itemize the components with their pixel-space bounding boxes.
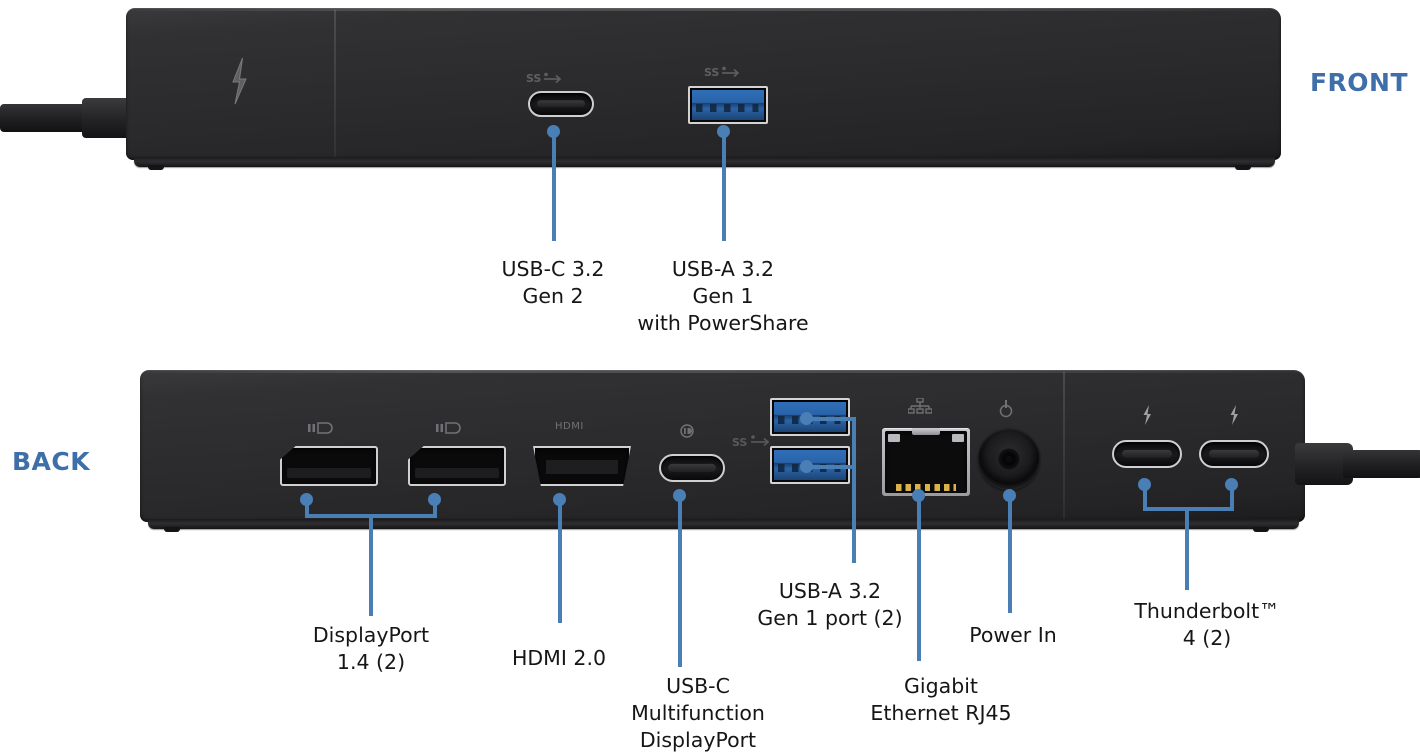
thunderbolt-bolt-icon [226, 56, 252, 106]
callout-line: 4 (2) [1182, 626, 1232, 651]
callout-power-in: Power In [969, 622, 1057, 649]
callout-thunderbolt-4: Thunderbolt™ 4 (2) [1134, 598, 1279, 652]
superspeed-usb-icon: SS [732, 432, 774, 450]
callout-usb-c-multifunction-displayport: USB-C Multifunction DisplayPort [631, 673, 765, 754]
callout-line: Gigabit [904, 674, 978, 698]
power-in-jack[interactable] [978, 428, 1040, 490]
callout-line: with PowerShare [637, 311, 809, 336]
leader-line-usb-a-front [721, 131, 726, 241]
front-usb-c-port[interactable] [528, 91, 594, 117]
displayport-port-1[interactable] [280, 446, 378, 486]
svg-text:SS: SS [526, 72, 541, 85]
callout-usb-a-3-2-gen-1-powershare: USB-A 3.2 Gen 1 with PowerShare [637, 256, 808, 337]
hdmi-logo-icon: HDMI [555, 421, 584, 432]
leader-bar-usb-a [852, 416, 856, 465]
displayport-logo-icon [678, 424, 696, 438]
hdmi-port[interactable] [533, 446, 631, 486]
leader-branch [1229, 484, 1234, 511]
leader-line-thunderbolt [1184, 507, 1189, 590]
svg-text:SS: SS [732, 436, 747, 449]
svg-text:SS: SS [704, 66, 719, 79]
network-logo-icon [907, 397, 933, 414]
leader-line-usb-c-front [551, 131, 556, 241]
thunderbolt-4-port-1[interactable] [1112, 440, 1182, 468]
callout-line: Power In [969, 623, 1057, 647]
callout-hdmi-2-0: HDMI 2.0 [512, 645, 606, 672]
callout-line: Gen 1 port (2) [757, 606, 903, 631]
back-dock-chassis: HDMI SS [140, 370, 1305, 532]
callout-usb-c-3-2-gen-2: USB-C 3.2 Gen 2 [502, 256, 605, 310]
callout-line: Thunderbolt™ [1134, 599, 1280, 623]
callout-displayport-1-4: DisplayPort 1.4 (2) [313, 622, 429, 676]
superspeed-usb-icon: SS [526, 70, 566, 86]
displayport-logo-icon [436, 422, 464, 434]
gigabit-ethernet-rj45-port[interactable] [882, 428, 970, 496]
back-section-label: BACK [12, 447, 91, 476]
back-usb-c-multifunction-port[interactable] [659, 454, 725, 482]
callout-line: USB-A 3.2 [671, 257, 775, 281]
callout-line: USB-A 3.2 [778, 579, 882, 603]
callout-line: USB-C 3.2 [501, 257, 605, 281]
displayport-logo-icon [308, 422, 336, 434]
thunderbolt-bolt-icon [1227, 404, 1241, 426]
leader-line-hdmi [557, 499, 562, 623]
callout-line: Ethernet RJ45 [870, 701, 1012, 726]
callout-line: 1.4 (2) [336, 650, 406, 675]
leader-line-displayport [368, 514, 373, 616]
leader-branch [1142, 484, 1147, 511]
displayport-port-2[interactable] [408, 446, 506, 486]
front-section-label: FRONT [1309, 68, 1408, 97]
callout-line: USB-C [666, 674, 730, 698]
front-dock-chassis: SS SS [126, 8, 1281, 170]
callout-line: DisplayPort [312, 623, 430, 647]
callout-line: HDMI 2.0 [511, 646, 607, 670]
leader-branch [806, 416, 856, 421]
callout-usb-a-3-2-gen-1-port: USB-A 3.2 Gen 1 port (2) [757, 578, 902, 632]
callout-gigabit-ethernet-rj45: Gigabit Ethernet RJ45 [870, 673, 1011, 727]
power-logo-icon [998, 400, 1014, 418]
leader-line-ethernet [916, 495, 921, 661]
thunderbolt-bolt-icon [1140, 404, 1154, 426]
thunderbolt-4-port-2[interactable] [1199, 440, 1269, 468]
callout-line: Gen 1 [692, 284, 754, 309]
leader-branch [304, 499, 309, 518]
leader-branch [432, 499, 437, 518]
superspeed-usb-icon: SS [704, 64, 744, 80]
leader-line-usb-c-multifunction [677, 495, 682, 667]
front-usb-a-port[interactable] [688, 86, 768, 124]
callout-line: Gen 2 [522, 284, 584, 309]
leader-line-power [1007, 495, 1012, 613]
leader-branch [806, 464, 856, 469]
leader-line-usb-a [852, 464, 856, 563]
callout-line: Multifunction [631, 701, 765, 726]
callout-line: DisplayPort [639, 728, 757, 753]
back-dock-cable [1295, 440, 1420, 488]
